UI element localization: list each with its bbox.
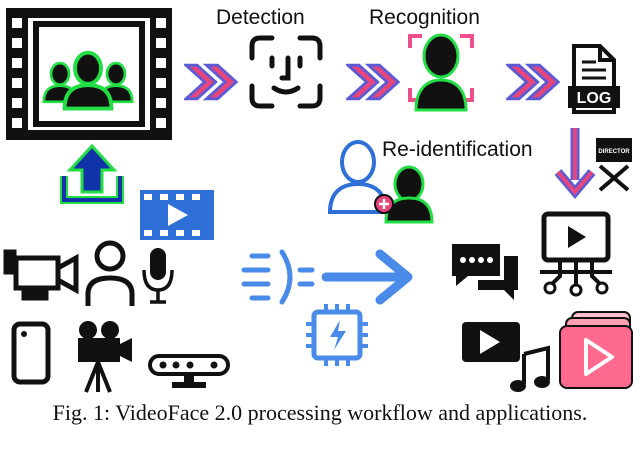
- add-person-icon: [327, 140, 434, 224]
- log-text: LOG: [577, 90, 612, 107]
- microphone-icon: [142, 248, 174, 304]
- data-stream-icon: [241, 249, 413, 305]
- recognized-face-icon: [408, 33, 474, 112]
- video-music-icon: [462, 322, 550, 392]
- double-chevron-icon: [506, 63, 560, 101]
- film-camera-icon: [78, 321, 132, 393]
- face-scan-icon: [249, 35, 323, 109]
- video-file-icon: [140, 190, 214, 240]
- smartphone-icon: [11, 321, 51, 385]
- recognition-label: Recognition: [369, 6, 480, 29]
- film-strip-group-icon: [6, 8, 172, 140]
- video-playlist-icon: [559, 311, 633, 389]
- processor-chip-icon: [306, 304, 368, 366]
- depth-sensor-icon: [148, 354, 230, 388]
- double-chevron-icon: [346, 63, 400, 101]
- down-arrow-icon: [554, 128, 596, 199]
- director-text: DIRECTOR: [598, 149, 630, 155]
- camcorder-icon: [3, 249, 79, 301]
- log-file-icon: LOG: [568, 44, 620, 114]
- reidentification-label: Re-identification: [382, 138, 533, 161]
- upload-arrow-icon: [60, 143, 124, 204]
- double-chevron-icon: [184, 63, 238, 101]
- figure-caption: Fig. 1: VideoFace 2.0 processing workflo…: [52, 400, 588, 425]
- chat-bubbles-icon: [452, 244, 518, 300]
- person-icon: [85, 240, 135, 306]
- video-network-icon: [540, 211, 612, 297]
- detection-label: Detection: [216, 6, 305, 29]
- director-clapper-icon: DIRECTOR: [596, 138, 632, 192]
